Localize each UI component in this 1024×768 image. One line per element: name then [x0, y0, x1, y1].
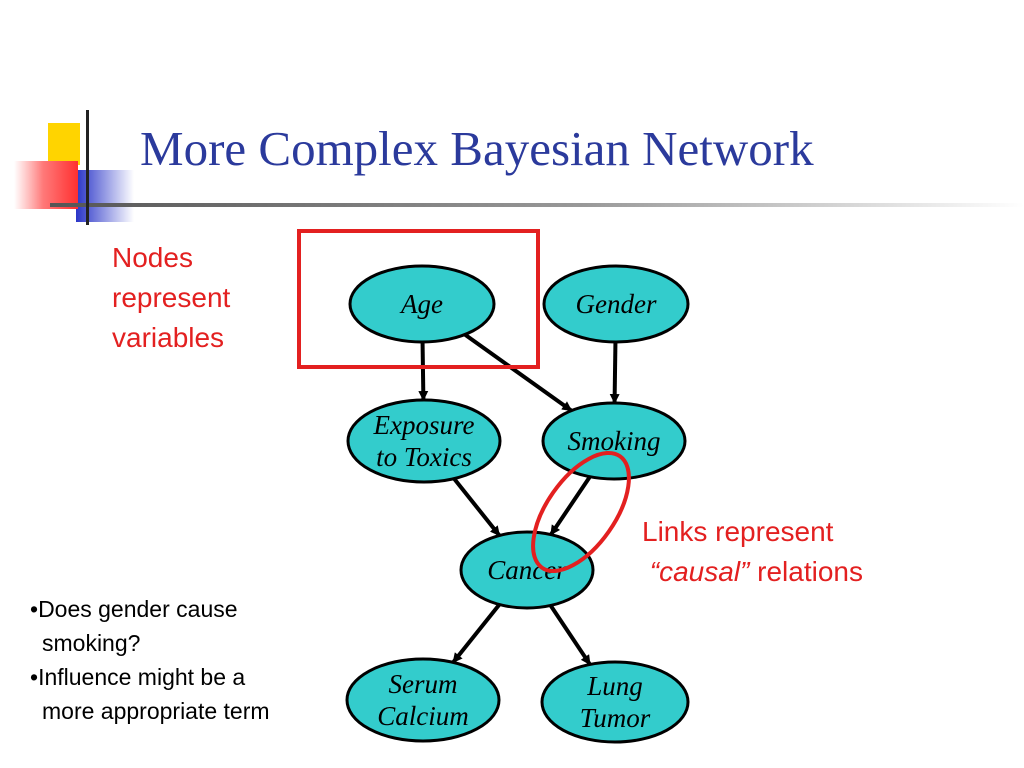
nodes-note-line: represent	[112, 282, 231, 313]
node-label: Gender	[576, 289, 657, 319]
edge-smoking-to-cancer	[549, 475, 592, 536]
node-ellipse	[348, 264, 496, 344]
edge-gender-to-smoking	[609, 341, 620, 405]
edge-exposure-to-cancer	[452, 477, 501, 537]
node-ellipse	[540, 660, 690, 744]
node-ellipse	[459, 530, 595, 610]
node-label: to Toxics	[376, 442, 472, 472]
links-note-line: Links represent	[642, 516, 834, 547]
node-ellipse	[345, 657, 501, 743]
edge-age-to-smoking	[463, 332, 573, 413]
nodes-highlight-box	[297, 229, 540, 369]
vertical-rule	[86, 110, 89, 225]
node-label: Exposure	[373, 410, 475, 440]
relations-word: relations	[749, 556, 863, 587]
node-label: Lung	[586, 671, 643, 701]
blue-square	[76, 170, 134, 222]
links-highlight-ellipse	[531, 450, 631, 574]
node-label: Age	[399, 289, 443, 319]
node-gender: Gender	[542, 264, 690, 344]
node-ellipse	[542, 264, 690, 344]
yellow-square	[48, 123, 80, 165]
title-rule	[50, 203, 1024, 207]
nodes-note-line: Nodes	[112, 242, 193, 273]
node-age: Age	[348, 264, 496, 344]
node-cancer: Cancer	[459, 530, 595, 610]
node-ellipse	[541, 401, 687, 481]
node-label: Calcium	[377, 701, 469, 731]
nodes-note-line: variables	[112, 322, 225, 353]
node-label: Tumor	[580, 703, 651, 733]
edge-cancer-to-serum	[451, 603, 501, 664]
node-smoking: Smoking	[541, 401, 687, 481]
node-ellipse	[346, 398, 502, 484]
red-square	[14, 161, 78, 209]
node-label: Serum	[389, 669, 458, 699]
links-note-line: “causal” relations	[642, 552, 863, 592]
node-label: Smoking	[568, 426, 661, 456]
causal-word: “causal”	[649, 556, 750, 587]
edge-cancer-to-lung	[548, 604, 592, 666]
nodes-note: Nodes represent variables	[112, 238, 230, 358]
edge-age-to-exposure	[418, 341, 429, 402]
links-note: Links represent “causal” relations	[642, 512, 863, 592]
page-title: More Complex Bayesian Network	[140, 121, 814, 176]
